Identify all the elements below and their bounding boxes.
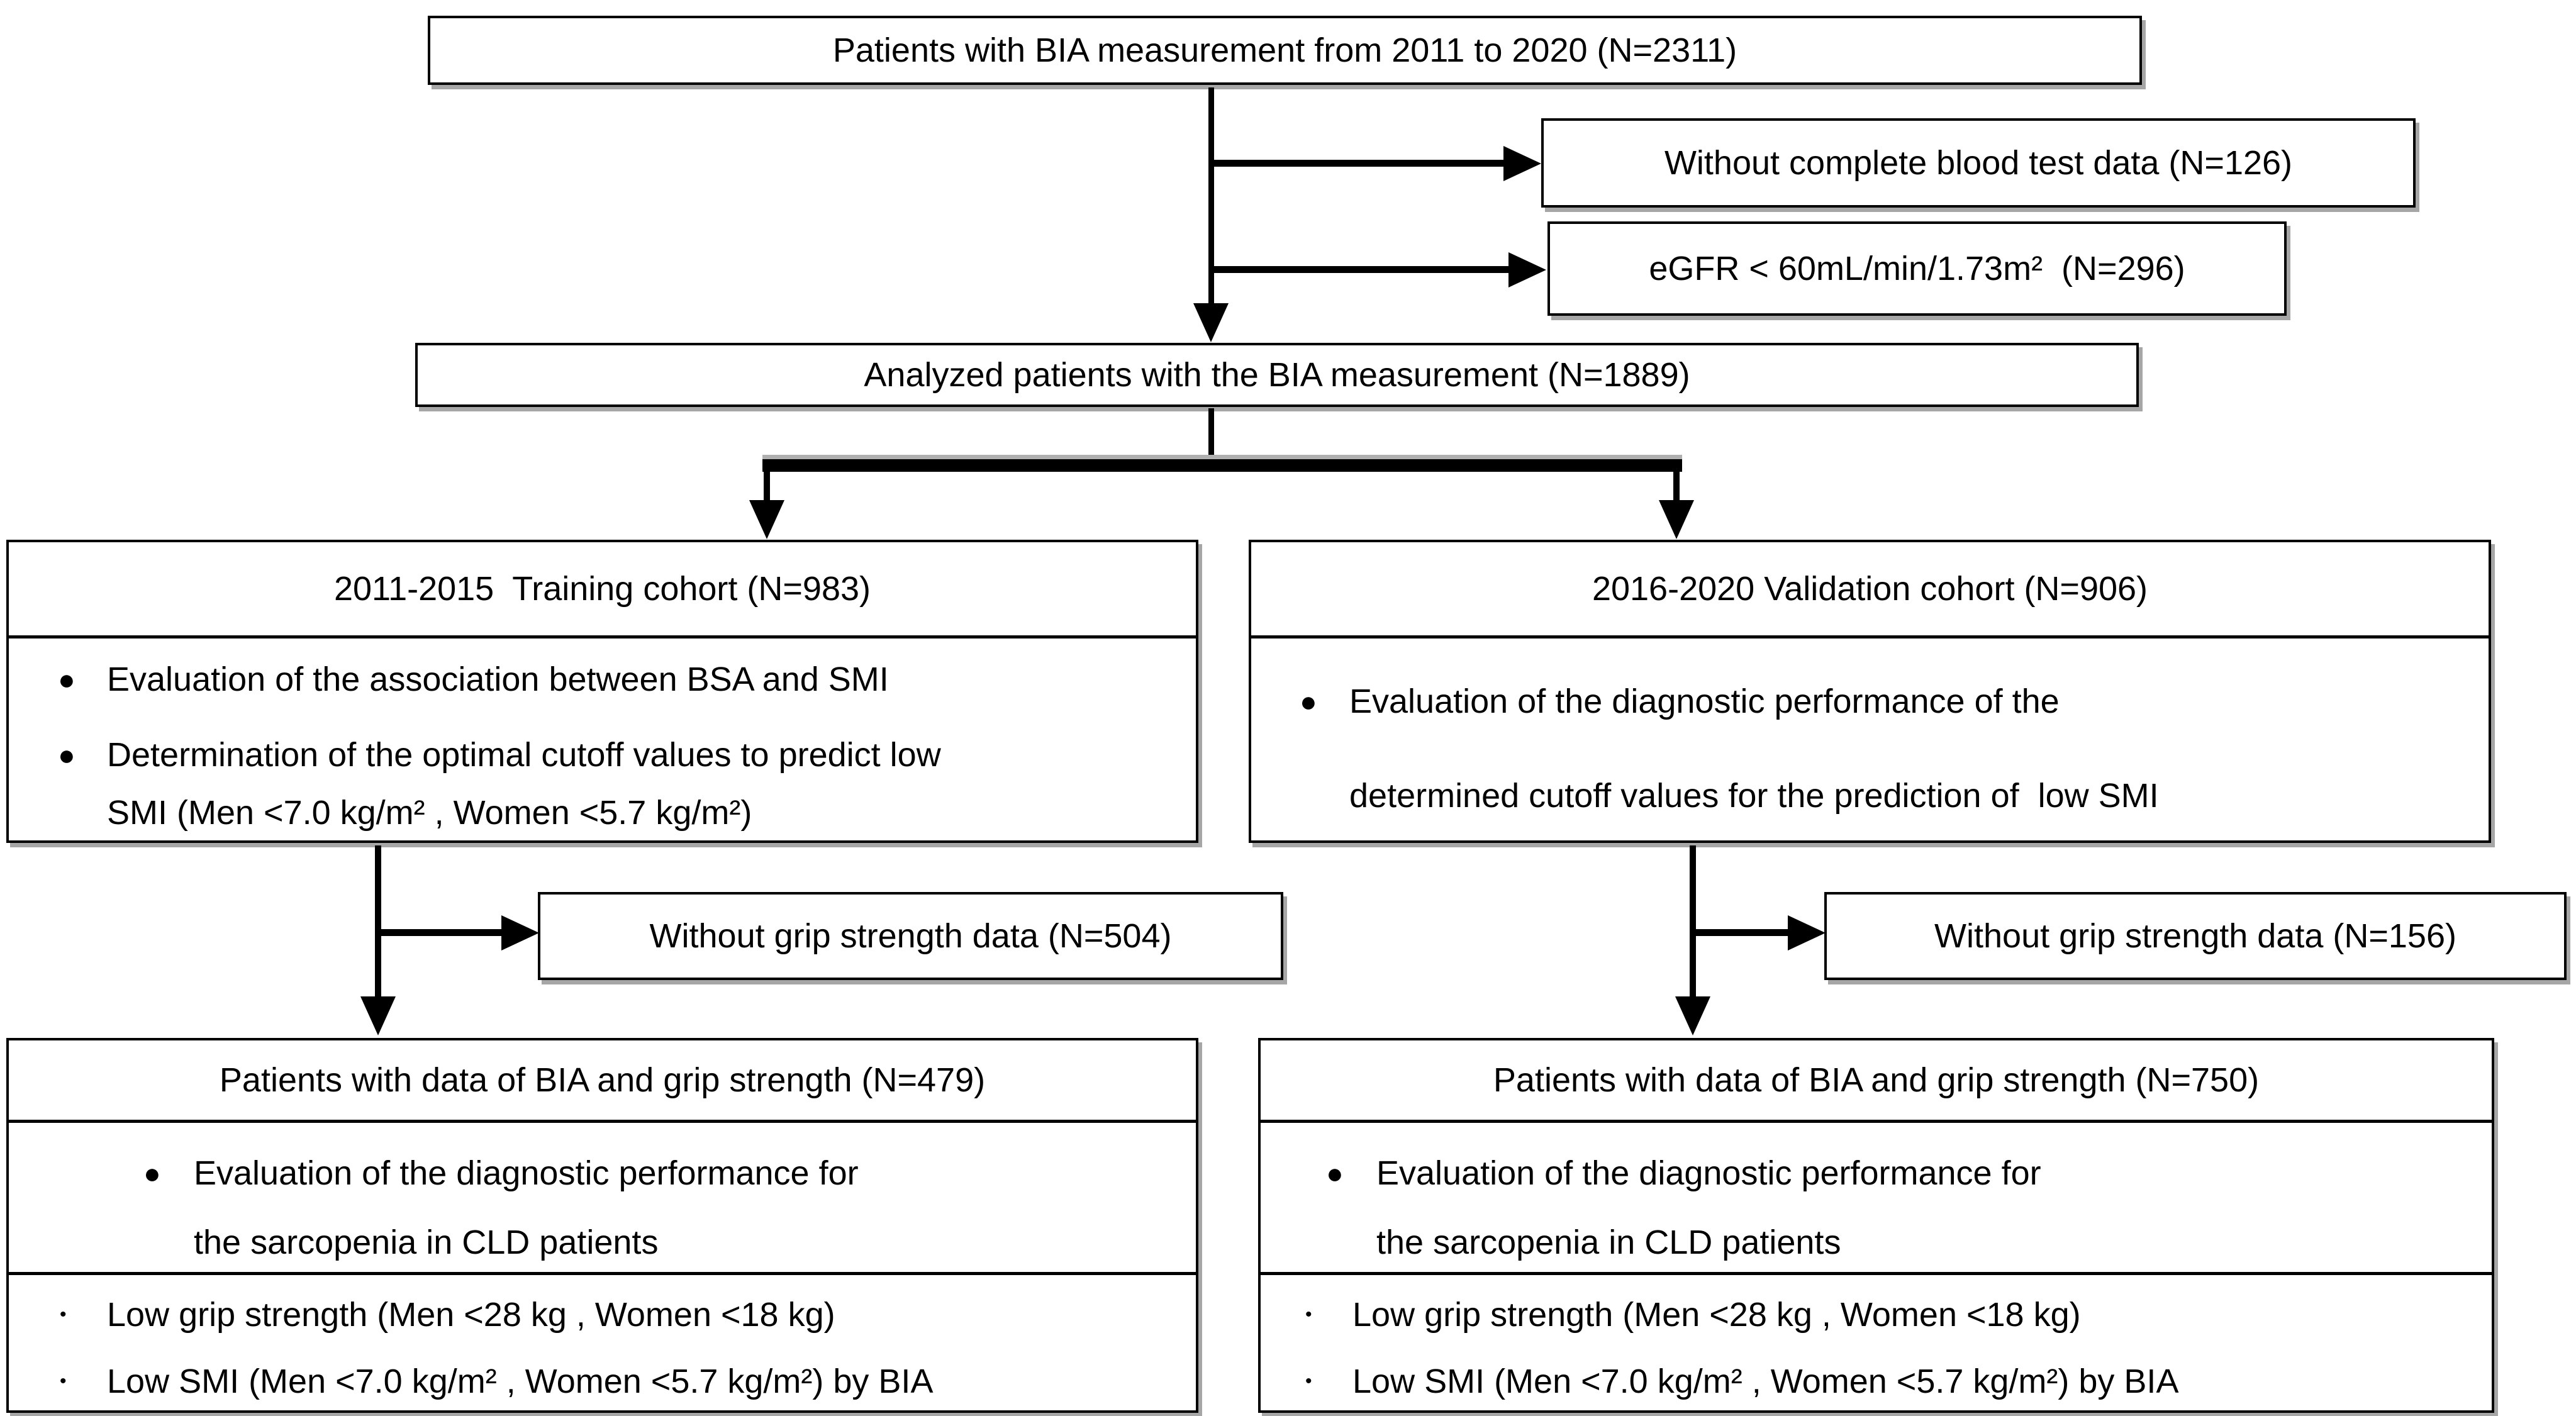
final-left-criterion-2: Low SMI (Men <7.0 kg/m² , Women <5.7 kg/… — [107, 1363, 934, 1400]
validation-cohort-title: 2016-2020 Validation cohort (N=906) — [1592, 570, 2148, 608]
grip-exclusion-right-label: Without grip strength data (N=156) — [1934, 917, 2456, 955]
validation-bullet-1-line-2: determined cutoff values for the predict… — [1349, 777, 2159, 815]
training-bullet-2-line-2: SMI (Men <7.0 kg/m² , Women <5.7 kg/m²) — [107, 794, 752, 832]
bullet-icon: • — [60, 1371, 67, 1391]
top-box-label: Patients with BIA measurement from 2011 … — [832, 31, 1737, 69]
exclusion-blood-label: Without complete blood test data (N=126) — [1664, 144, 2293, 182]
training-cohort-separator — [9, 635, 1196, 638]
connector-to-grip-exclusion-right — [1692, 929, 1793, 936]
arrow-down-icon — [360, 996, 396, 1035]
final-right-criterion-1: Low grip strength (Men <28 kg , Women <1… — [1352, 1296, 2081, 1334]
bullet-icon: ● — [1300, 685, 1317, 718]
training-bullet-1: Evaluation of the association between BS… — [107, 661, 889, 698]
bullet-icon: ● — [58, 663, 75, 696]
arrow-down-icon — [749, 500, 784, 539]
final-right-box — [1258, 1038, 2494, 1413]
final-right-bullet-line-1: Evaluation of the diagnostic performance… — [1376, 1154, 2041, 1192]
grip-exclusion-right-box — [1824, 892, 2567, 980]
arrow-down-icon — [1659, 500, 1694, 539]
validation-bullet-1-line-1: Evaluation of the diagnostic performance… — [1349, 683, 2060, 720]
connector-to-grip-exclusion-left — [377, 929, 506, 936]
validation-cohort-separator — [1251, 635, 2489, 638]
final-left-bullet-line-1: Evaluation of the diagnostic performance… — [194, 1154, 859, 1192]
final-left-criterion-1: Low grip strength (Men <28 kg , Women <1… — [107, 1296, 835, 1334]
connector-training-to-final — [375, 845, 381, 996]
arrow-right-icon — [1503, 146, 1541, 181]
bullet-icon: ● — [1326, 1157, 1344, 1190]
arrow-down-icon — [1193, 303, 1229, 342]
final-right-title: Patients with data of BIA and grip stren… — [1493, 1061, 2260, 1099]
arrow-right-icon — [1508, 252, 1546, 287]
connector-split-left-stub — [764, 472, 770, 503]
arrow-right-icon — [1788, 915, 1826, 951]
arrow-right-icon — [501, 915, 539, 951]
exclusion-box-blood — [1541, 118, 2416, 208]
training-bullet-2-line-1: Determination of the optimal cutoff valu… — [107, 736, 941, 774]
connector-split-bar — [762, 459, 1682, 472]
final-right-bullet-line-2: the sarcopenia in CLD patients — [1376, 1224, 1841, 1261]
exclusion-box-egfr — [1547, 221, 2287, 316]
top-box — [428, 16, 2142, 85]
training-cohort-box — [6, 540, 1198, 843]
training-cohort-title: 2011-2015 Training cohort (N=983) — [333, 570, 871, 608]
connector-to-egfr-exclusion — [1211, 266, 1510, 273]
connector-analyzed-stub — [1208, 408, 1214, 460]
bullet-icon: ● — [143, 1157, 161, 1190]
final-left-title: Patients with data of BIA and grip stren… — [219, 1061, 986, 1099]
final-right-separator-2 — [1261, 1272, 2492, 1275]
analyzed-box-label: Analyzed patients with the BIA measureme… — [864, 356, 1690, 394]
final-left-box — [6, 1038, 1198, 1413]
connector-split-right-stub — [1673, 472, 1680, 503]
final-right-separator-1 — [1261, 1120, 2492, 1123]
exclusion-egfr-label: eGFR < 60mL/min/1.73m² (N=296) — [1649, 250, 2185, 287]
grip-exclusion-left-box — [538, 892, 1283, 980]
final-left-separator-1 — [9, 1120, 1196, 1123]
final-right-criterion-2: Low SMI (Men <7.0 kg/m² , Women <5.7 kg/… — [1352, 1363, 2179, 1400]
connector-to-blood-exclusion — [1211, 160, 1503, 167]
analyzed-box — [415, 343, 2139, 407]
bullet-icon: • — [60, 1304, 67, 1325]
bullet-icon: • — [1305, 1371, 1312, 1391]
validation-cohort-box — [1249, 540, 2491, 843]
final-left-bullet-line-2: the sarcopenia in CLD patients — [194, 1224, 659, 1261]
connector-top-to-analyzed — [1208, 87, 1214, 304]
bullet-icon: ● — [58, 739, 75, 771]
bullet-icon: • — [1305, 1304, 1312, 1325]
connector-validation-to-final — [1690, 845, 1696, 996]
final-left-separator-2 — [9, 1272, 1196, 1275]
grip-exclusion-left-label: Without grip strength data (N=504) — [649, 917, 1172, 955]
arrow-down-icon — [1675, 996, 1710, 1035]
